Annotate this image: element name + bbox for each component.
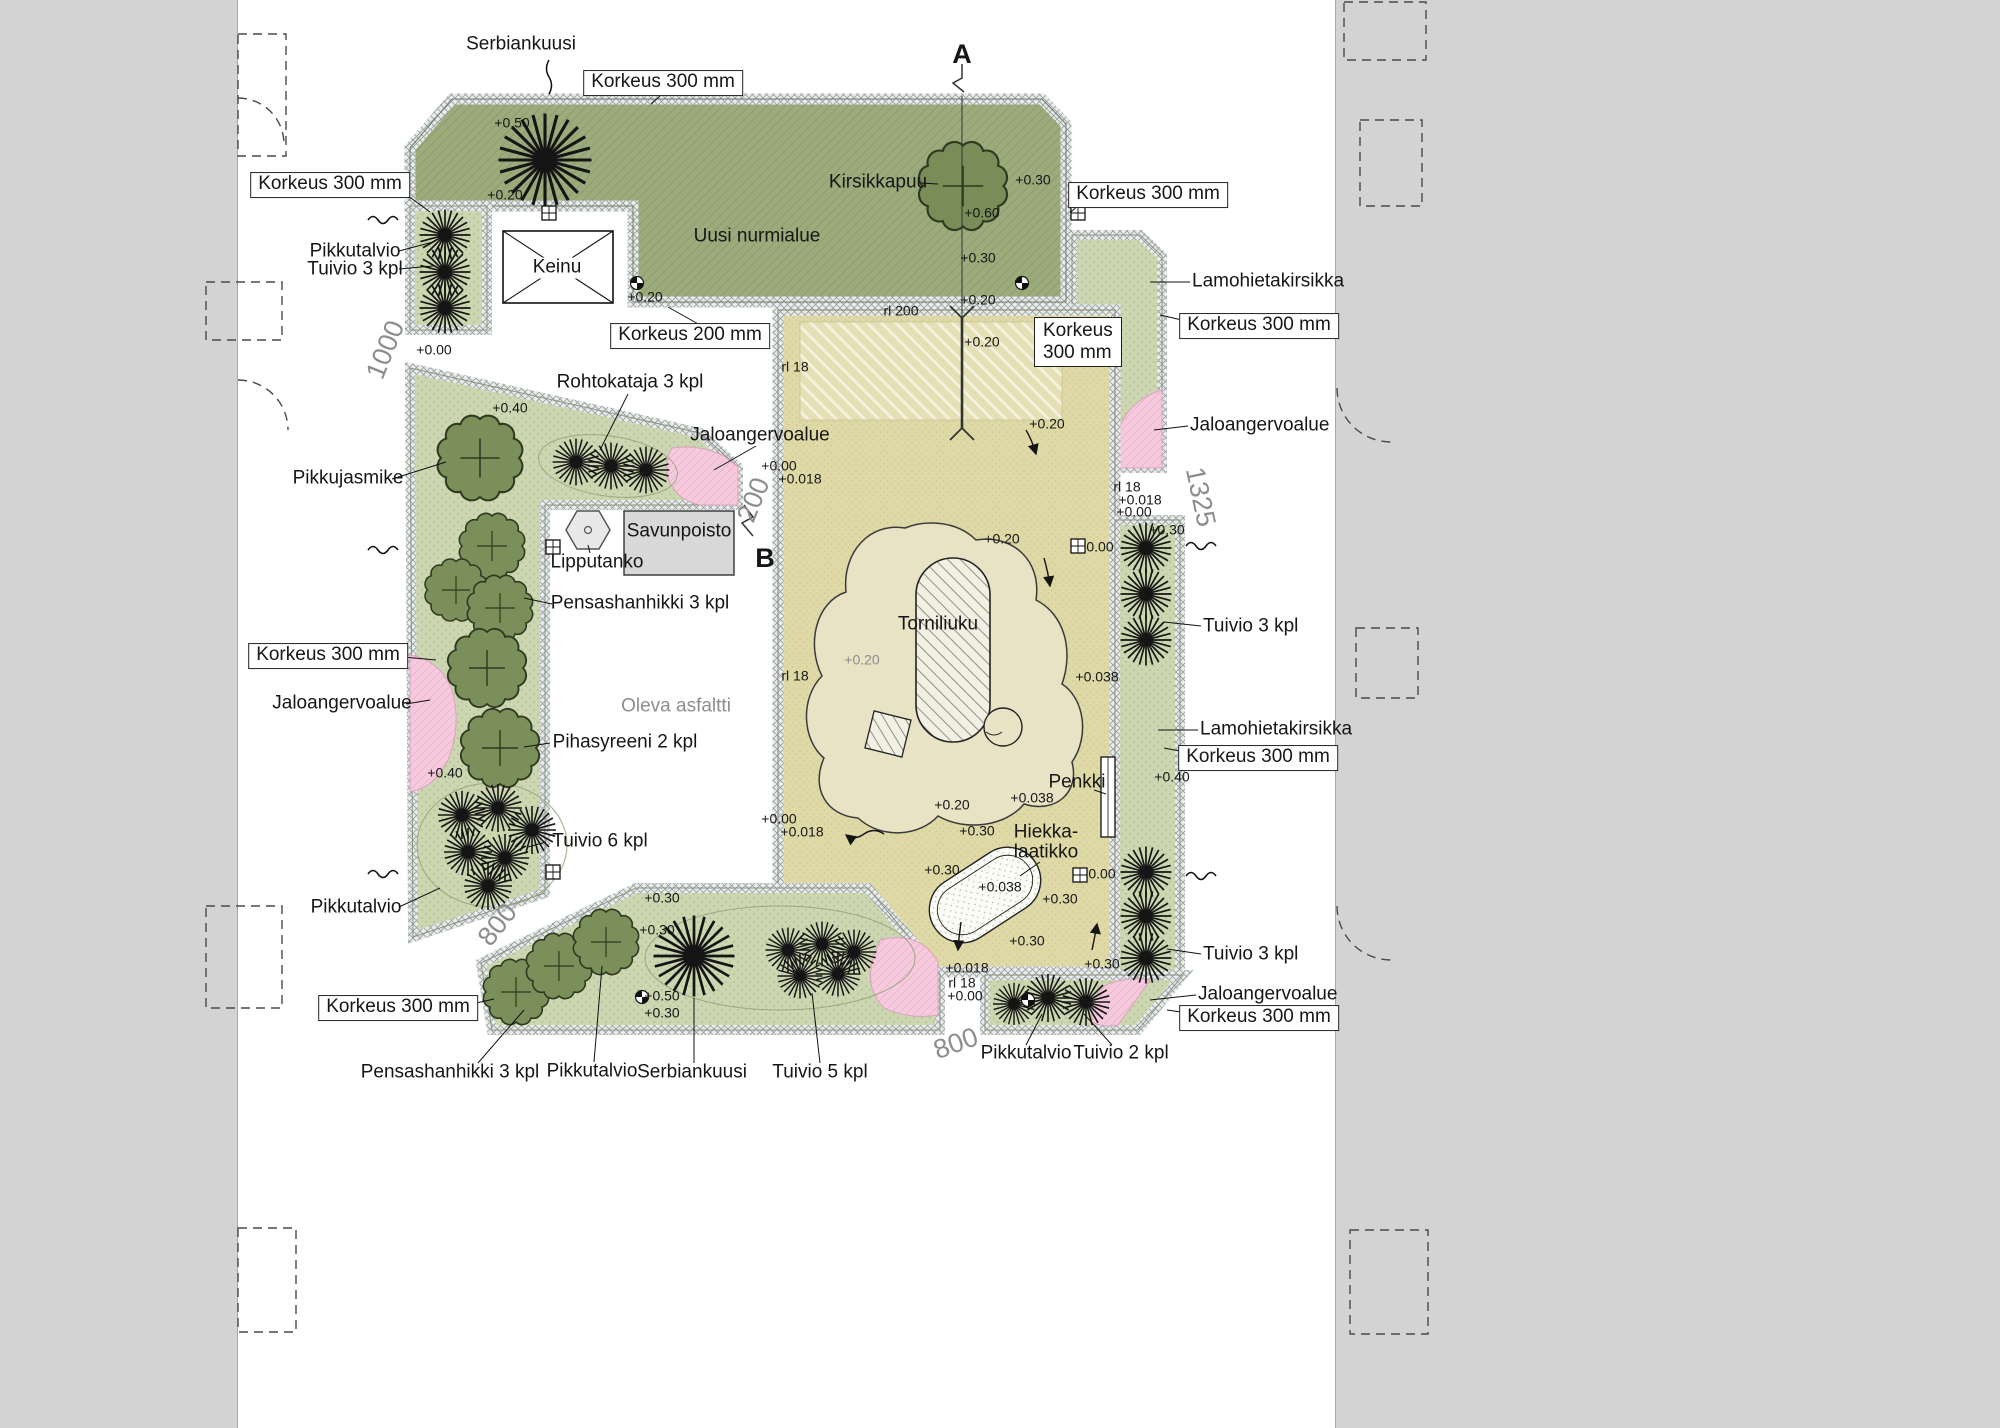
drain-icon (1070, 538, 1086, 554)
swing (502, 230, 614, 304)
bench (1100, 756, 1116, 838)
conifer-icon (1119, 931, 1173, 985)
survey-point-icon (629, 275, 645, 291)
hatched-zone (799, 321, 1063, 421)
pink-perennial-area (666, 446, 739, 506)
slide-exit (983, 707, 1023, 747)
drain-icon (545, 864, 561, 880)
tower-slide (805, 522, 1084, 834)
section-mark-b (740, 504, 755, 537)
flow-arrows (844, 429, 1101, 952)
conifer-icon (496, 111, 594, 209)
flagpole (565, 510, 611, 550)
section-line-a (949, 64, 975, 441)
conifer-icon (621, 445, 671, 495)
shrub-icon (436, 414, 524, 502)
planting-bed-left (404, 361, 743, 944)
edge-wave-marks (367, 59, 1217, 881)
conifer-icon (463, 861, 513, 911)
conifer-icon (814, 950, 862, 998)
conifer-icon (551, 437, 601, 487)
slide-tower (915, 557, 991, 743)
building-outline-fragments (205, 1, 1429, 1335)
drain-icon (545, 539, 561, 555)
pink-perennial-area (870, 937, 939, 1017)
pink-perennial-area (409, 654, 457, 793)
sandbox (928, 846, 1042, 944)
conifer-icon (1119, 521, 1173, 575)
drain-icon (541, 205, 557, 221)
drain-icon (1072, 867, 1088, 883)
conifer-icon (1119, 567, 1173, 621)
conifer-icon (586, 441, 636, 491)
survey-point-icon (1014, 275, 1030, 291)
shrub-icon (459, 707, 541, 789)
shrub-icon (572, 908, 640, 976)
conifer-icon (418, 281, 472, 335)
climb-platform (864, 710, 912, 758)
conifer-icon (1119, 845, 1173, 899)
shrub-icon (446, 627, 528, 709)
conifer-icon (1119, 613, 1173, 667)
conifer-icon (776, 952, 824, 1000)
cherry-tree-icon (917, 140, 1009, 232)
smoke-vent (623, 510, 735, 576)
drain-icon (1070, 205, 1086, 221)
survey-point-icon (1020, 992, 1036, 1008)
conifer-icon (652, 914, 736, 998)
conifer-icon (1061, 977, 1111, 1027)
survey-point-icon (634, 989, 650, 1005)
